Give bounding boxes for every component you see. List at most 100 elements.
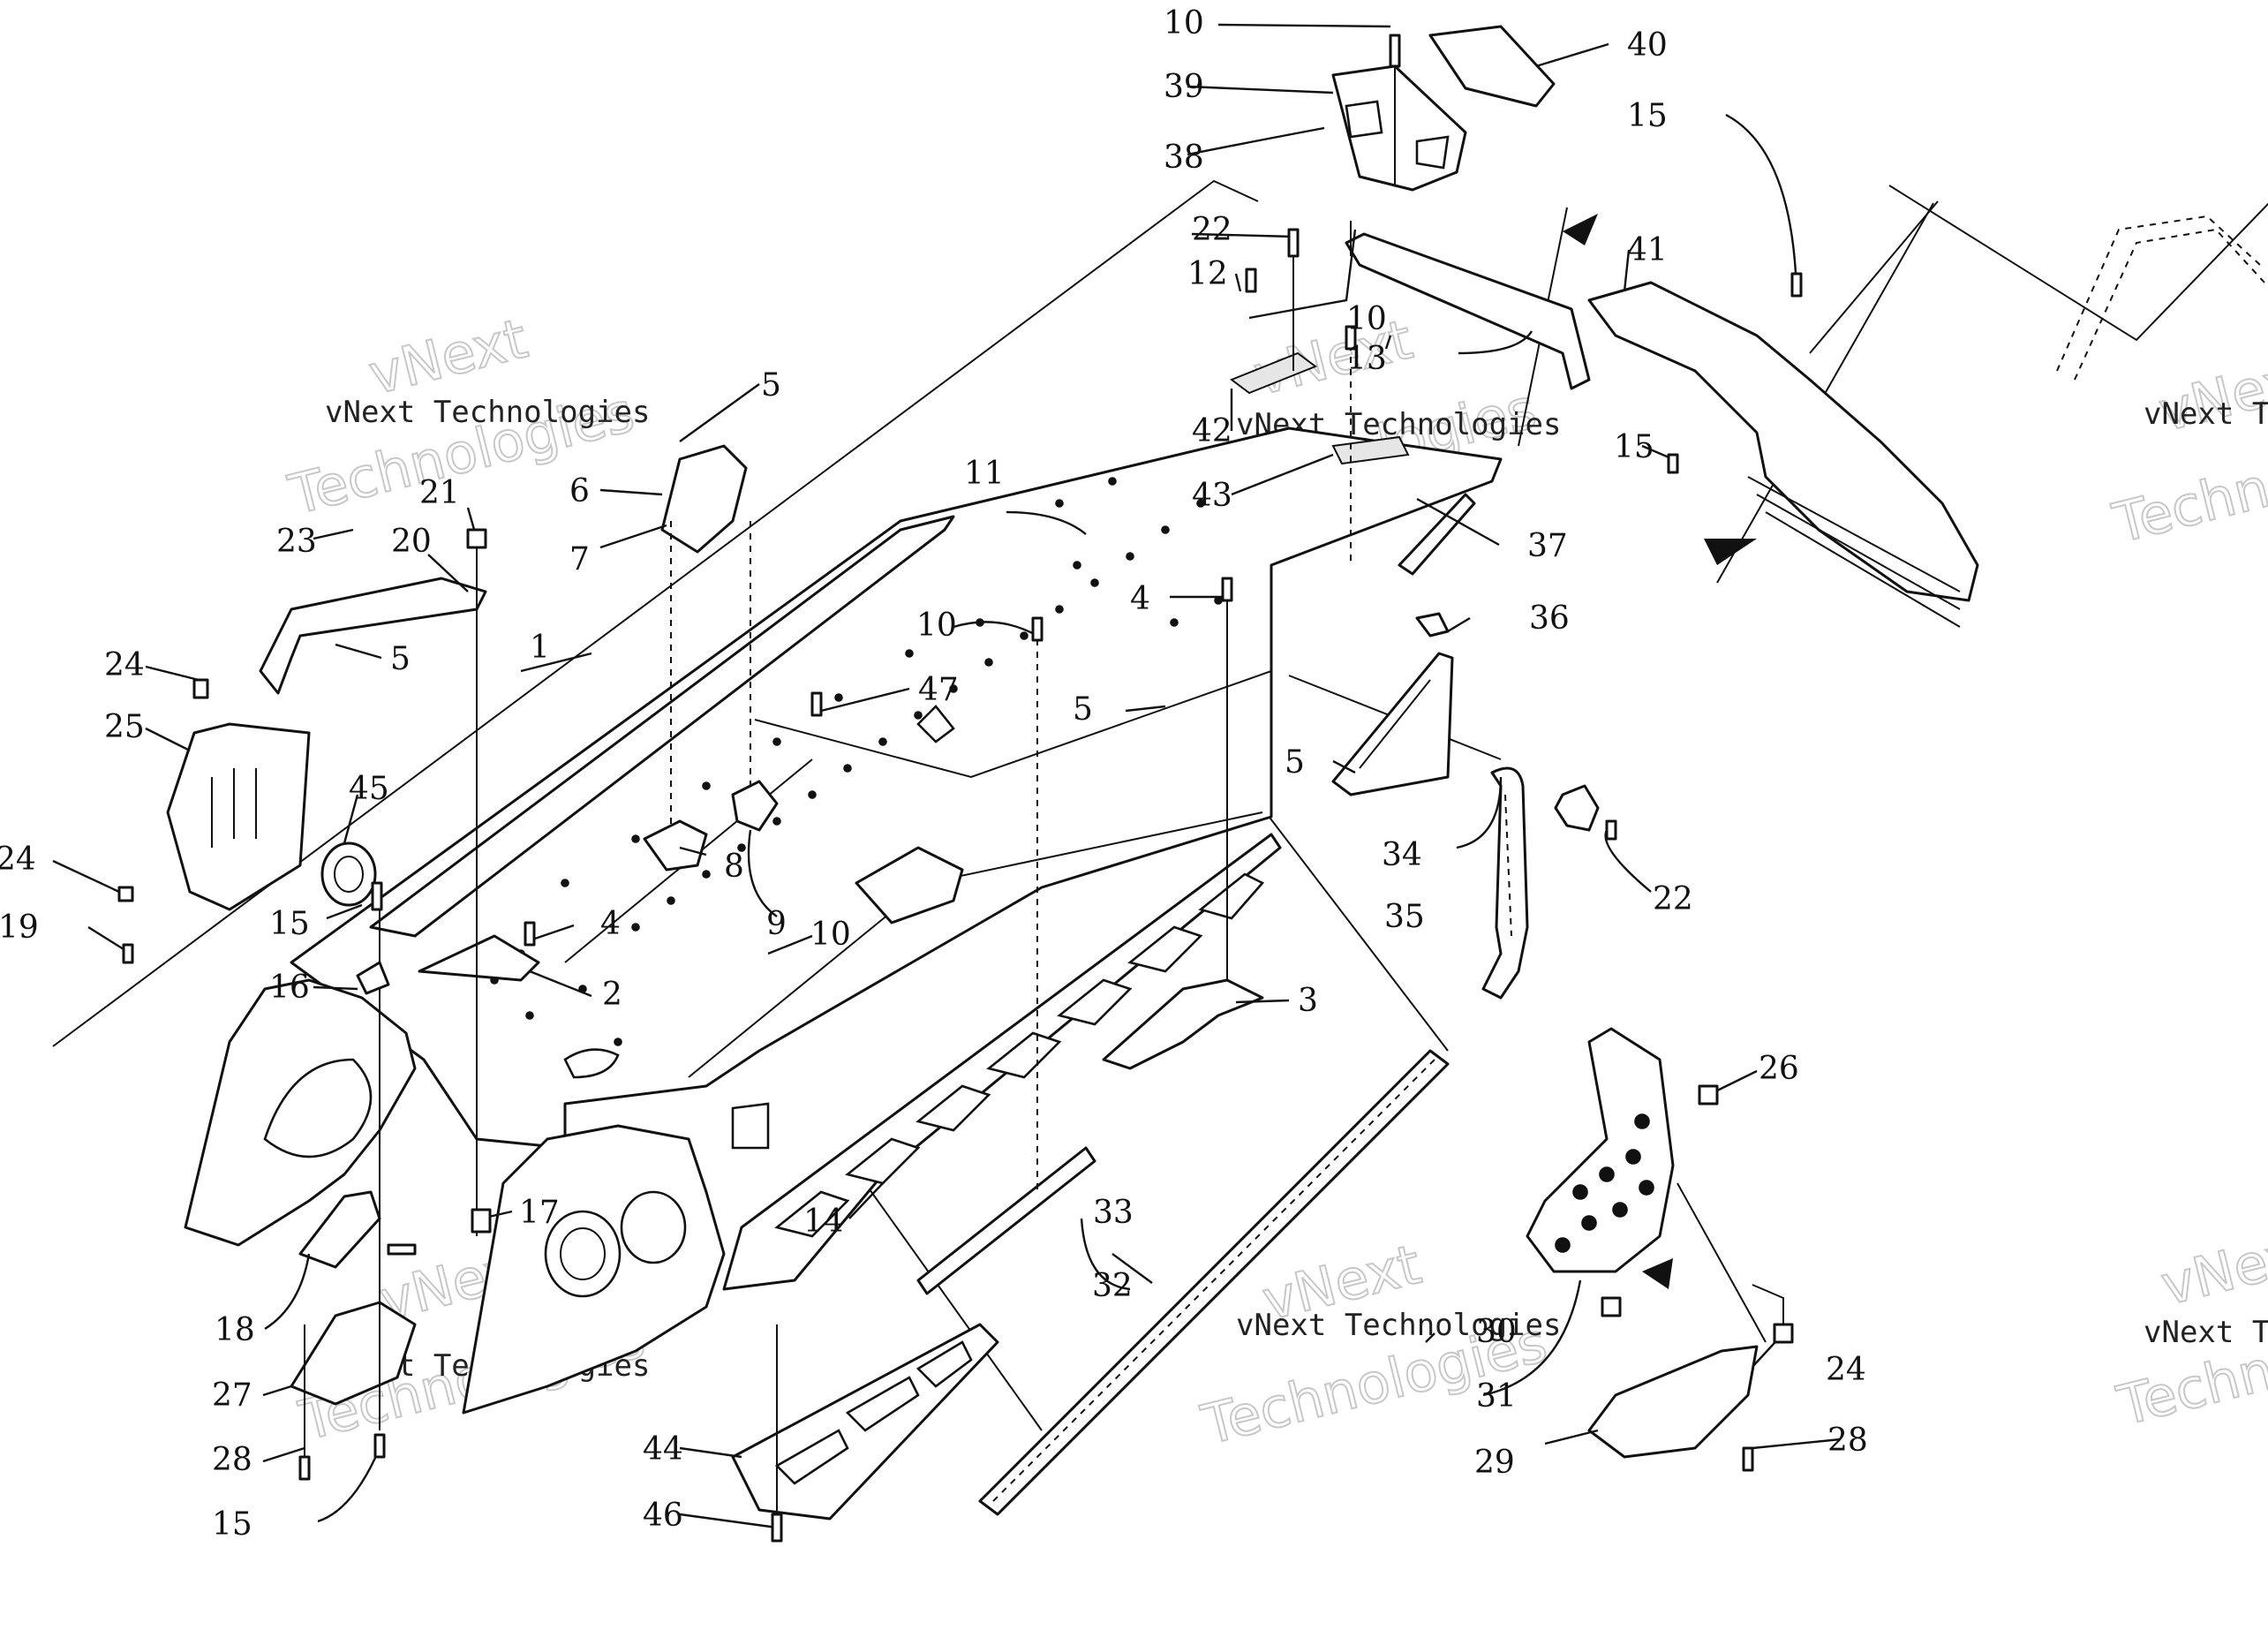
fastener-24 <box>192 678 209 699</box>
chassis-tunnel <box>290 426 1503 1150</box>
plate-27 <box>290 1301 417 1406</box>
running-board-cutouts <box>774 872 1265 1238</box>
rail-body <box>978 1049 1450 1516</box>
fastener-24 <box>117 886 134 902</box>
tunnel-brackets <box>418 444 964 982</box>
watermark-word1: vNext <box>363 306 533 407</box>
callout-13: 13 <box>1346 341 1387 377</box>
fasteners <box>117 34 1803 1543</box>
hitch-assembly <box>1331 25 1556 192</box>
watermark-company: vNext Technologies <box>325 395 650 430</box>
left-side-panel <box>184 978 726 1415</box>
callout-15: 15 <box>1627 98 1668 134</box>
callout-24: 24 <box>104 647 145 683</box>
callout-4: 4 <box>1130 581 1150 617</box>
snowflap-body <box>1587 281 1979 602</box>
fastener-15 <box>1790 272 1803 298</box>
running-board <box>722 833 1282 1291</box>
callouts: 1 2 3 4 4 5 5 5 5 6 7 8 9 10 10 10 10 11… <box>0 5 1868 1543</box>
bumper-bar-body <box>1481 766 1529 1000</box>
callout-8: 8 <box>724 849 744 885</box>
callout-15d: 15 <box>212 1506 252 1543</box>
fastener-12 <box>1245 268 1257 293</box>
bracket-7 <box>660 444 748 554</box>
footrest-locator-bracket <box>1752 1284 1784 1333</box>
callout-38: 38 <box>1164 140 1204 176</box>
callout-33: 33 <box>1093 1195 1134 1231</box>
callout-10d: 10 <box>810 917 851 953</box>
callout-14: 14 <box>803 1204 844 1240</box>
fastener-26 <box>1698 1084 1719 1106</box>
callout-11: 11 <box>964 456 1005 492</box>
callout-35: 35 <box>1384 899 1425 935</box>
watermark-company: vNext Technologies <box>2144 396 2268 432</box>
callout-22b: 22 <box>1653 881 1693 917</box>
grommet-45-inner <box>334 856 364 893</box>
side-panel-hole-inner <box>560 1227 606 1280</box>
callout-29: 29 <box>1474 1445 1515 1481</box>
callout-15c: 15 <box>269 906 310 942</box>
fastener-22 <box>1287 228 1300 258</box>
watermark: vNext Technologies <box>2110 1216 2268 1439</box>
tunnel-crease <box>754 670 1272 779</box>
callout-3: 3 <box>1298 983 1318 1019</box>
watermark-company: vNext Technologies <box>2144 1315 2268 1350</box>
side-panel-hole <box>620 1190 687 1264</box>
brace <box>1398 493 1476 576</box>
fastener-28 <box>298 1455 311 1481</box>
callout-22: 22 <box>1192 212 1232 248</box>
shroud-vents <box>211 768 257 848</box>
snowflap <box>1587 281 1979 628</box>
tunnel-cutout <box>916 705 955 743</box>
tunnel-body <box>290 426 1503 1150</box>
fastener-28 <box>1742 1446 1754 1472</box>
callout-16: 16 <box>269 970 310 1006</box>
left-front-parts <box>166 577 487 911</box>
callout-25: 25 <box>104 709 145 745</box>
reflector <box>1554 784 1600 832</box>
bracket-18 <box>298 1190 381 1269</box>
tunnel-rivets <box>490 477 1223 1046</box>
arrow-marker <box>1704 539 1757 565</box>
callout-6: 6 <box>569 473 590 509</box>
callout-31: 31 <box>1476 1378 1517 1415</box>
callout-4b: 4 <box>600 906 621 942</box>
callout-40: 40 <box>1627 27 1668 64</box>
callout-20: 20 <box>391 524 432 560</box>
callout-28b: 28 <box>1827 1422 1868 1459</box>
callout-7: 7 <box>569 541 590 577</box>
fastener-19 <box>122 943 134 964</box>
hitch-cover-40 <box>1428 25 1556 108</box>
callout-19: 19 <box>0 909 39 946</box>
handle-20 <box>259 577 487 695</box>
watermark: vNext Technologies <box>2106 342 2268 556</box>
tunnel-left-flange <box>369 515 955 938</box>
fastener-24 <box>1773 1323 1794 1344</box>
fastener-bolt <box>387 1243 417 1256</box>
lower-left-parts <box>290 1190 417 1406</box>
panel-30 <box>1526 1027 1675 1273</box>
footrest-plate <box>731 1323 999 1521</box>
callout-39: 39 <box>1164 69 1204 105</box>
callout-5d: 5 <box>1285 744 1305 781</box>
rail-locator-line-lower <box>864 1182 1043 1431</box>
arrow-marker <box>1563 214 1598 245</box>
callout-5c: 5 <box>1073 691 1093 728</box>
hitch-hole <box>1345 100 1383 139</box>
bracket-8 <box>643 819 708 872</box>
arrow-marker <box>1642 1258 1673 1289</box>
gusset-edge <box>1359 679 1431 769</box>
callout-17: 17 <box>519 1195 560 1231</box>
callout-24c: 24 <box>1826 1352 1866 1388</box>
seat-frame-outline <box>1888 185 2268 342</box>
callout-45: 45 <box>349 771 389 807</box>
side-panel-hole <box>544 1210 622 1298</box>
fastener-10 <box>1031 616 1044 642</box>
fastener-10 <box>1345 325 1357 351</box>
callout-34: 34 <box>1382 837 1422 873</box>
snowflap-ribs <box>1765 511 1961 628</box>
tunnel-cutout <box>563 1048 620 1079</box>
trim-strip-body <box>916 1146 1096 1295</box>
seat-frame-dashed <box>2056 215 2261 372</box>
panel-30-holes <box>1555 1113 1654 1253</box>
